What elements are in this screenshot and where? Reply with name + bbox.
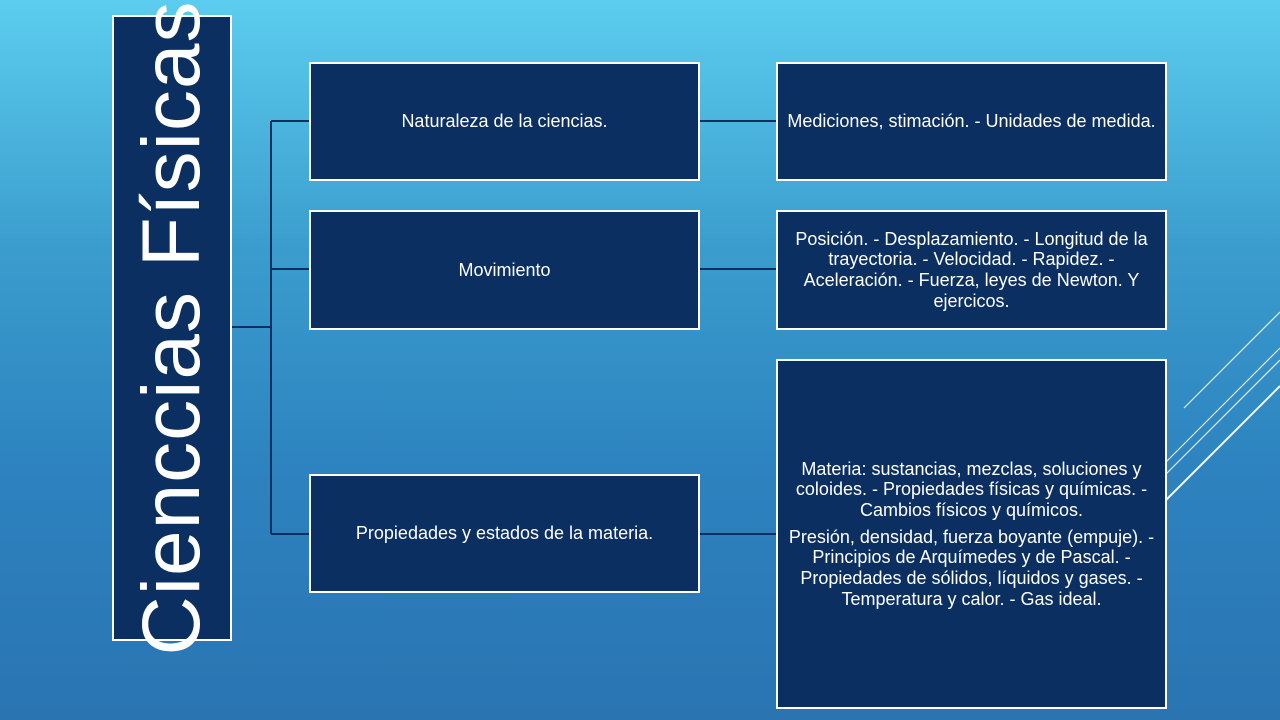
topic-node-movimiento: Movimiento xyxy=(309,210,700,330)
detail-node-text: Materia: sustancias, mezclas, soluciones… xyxy=(795,458,1148,520)
root-node-label: Cienccias Físicas xyxy=(126,0,217,656)
topic-node-label: Movimiento xyxy=(458,259,551,280)
detail-node-movimiento: Posición. - Desplazamiento. - Longitud d… xyxy=(776,210,1167,330)
topic-node-label: Naturaleza de la ciencias. xyxy=(401,111,608,132)
detail-node-materia: Materia: sustancias, mezclas, soluciones… xyxy=(776,359,1167,709)
detail-node-naturaleza: Mediciones, stimación. - Unidades de med… xyxy=(776,62,1167,181)
topic-node-materia: Propiedades y estados de la materia. xyxy=(309,474,700,593)
root-node: Cienccias Físicas xyxy=(112,1,232,655)
topic-node-label: Propiedades y estados de la materia. xyxy=(355,523,654,544)
topic-node-naturaleza: Naturaleza de la ciencias. xyxy=(309,62,700,181)
detail-node-text: Presión, densidad, fuerza boyante (empuj… xyxy=(788,526,1155,609)
detail-node-text: Mediciones, stimación. - Unidades de med… xyxy=(787,111,1156,132)
detail-node-text: Posición. - Desplazamiento. - Longitud d… xyxy=(795,228,1148,311)
